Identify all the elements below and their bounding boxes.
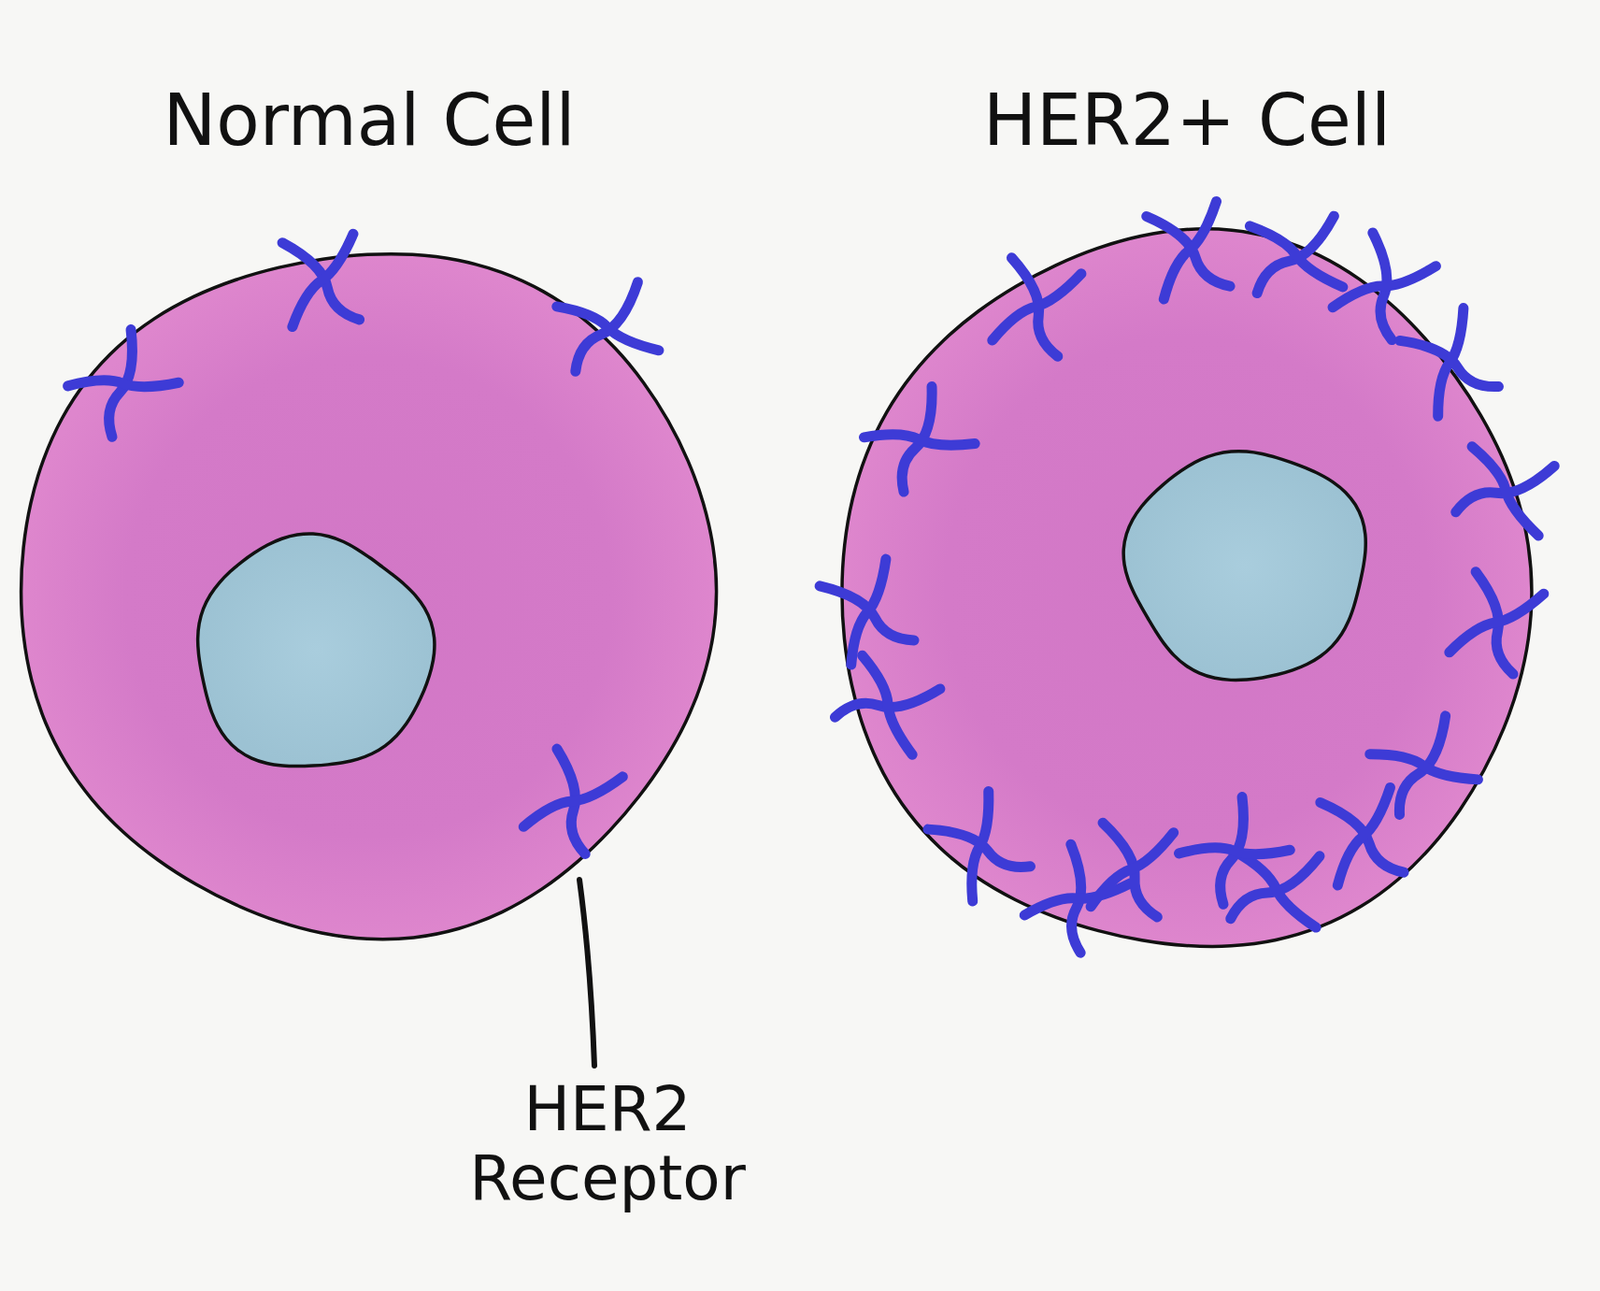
cell-title: HER2+ Cell: [822, 78, 1552, 162]
her2-receptor: [244, 202, 400, 358]
her2-receptor: [1316, 218, 1452, 353]
cell-title: Normal Cell: [9, 78, 729, 162]
nucleus: [1123, 451, 1366, 681]
cell: HER2+ Cell: [822, 78, 1552, 943]
cell-membrane: [842, 228, 1532, 947]
her2-receptor: [533, 253, 684, 402]
her2-receptor: [502, 730, 644, 871]
her2-receptor: [1431, 415, 1581, 566]
her2-receptor: [1014, 834, 1142, 961]
her2-receptor: [795, 538, 941, 685]
her2-receptor: [1286, 759, 1440, 913]
cell-outline: [822, 78, 1552, 943]
callout-label: HER2 Receptor: [439, 1074, 776, 1214]
leader-line: [579, 879, 595, 1066]
cell-membrane: [21, 254, 717, 940]
nucleus: [198, 533, 435, 767]
her2-receptor: [818, 634, 958, 776]
her2-receptor: [1055, 792, 1208, 945]
her2-receptor: [1174, 791, 1295, 910]
her2-receptor: [1113, 173, 1266, 327]
her2-receptor: [1219, 178, 1374, 333]
her2-receptor: [1423, 549, 1570, 695]
her2-receptor: [1380, 291, 1520, 433]
cell: Normal Cell: [9, 78, 729, 943]
her2-receptor: [913, 778, 1047, 914]
her2-receptor: [856, 376, 984, 503]
her2-receptor: [63, 324, 184, 443]
her2-receptor: [961, 231, 1112, 381]
cell-outline: [9, 78, 729, 943]
